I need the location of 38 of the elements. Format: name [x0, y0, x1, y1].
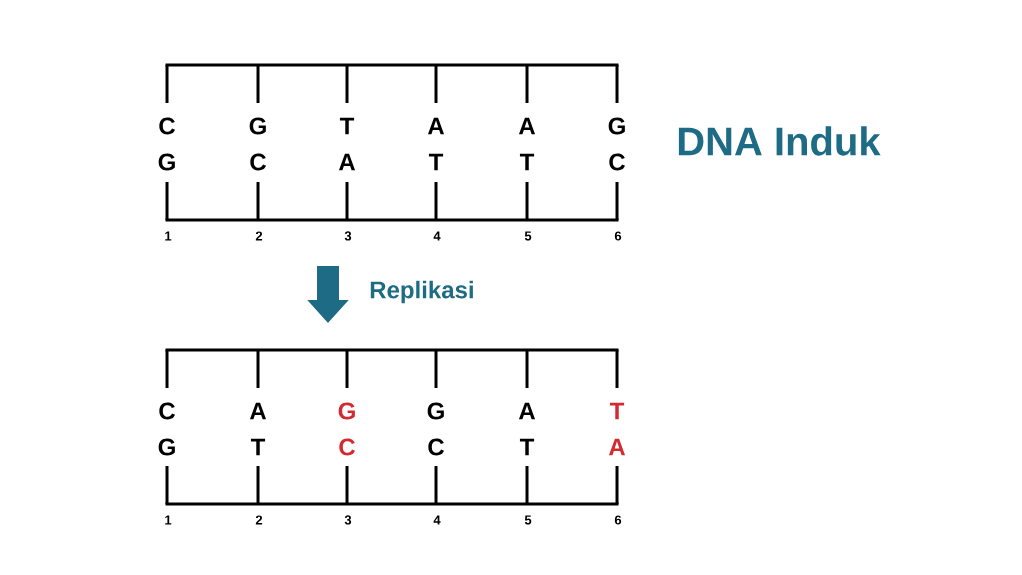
position-number: 2 — [255, 515, 263, 525]
edge-label: Replikasi — [370, 280, 473, 304]
position-number: 6 — [614, 231, 622, 241]
base-letter: T — [339, 117, 355, 135]
position-number: 4 — [433, 515, 441, 525]
position-number: 5 — [524, 231, 532, 241]
base-letter: A — [249, 402, 267, 420]
position-number: 1 — [165, 231, 172, 241]
base-letter: T — [428, 153, 444, 171]
position-number: 4 — [433, 231, 441, 241]
base-letter: G — [427, 402, 444, 420]
base-letter: A — [518, 117, 536, 135]
base-letter: G — [158, 438, 175, 456]
base-letter: C — [609, 153, 625, 171]
base-letter: C — [250, 153, 266, 171]
strand-label: DNA Induk — [678, 126, 881, 156]
base-letter: A — [427, 117, 445, 135]
base-letter: C — [159, 117, 175, 135]
base-letter: C — [428, 438, 444, 456]
base-letter: T — [519, 438, 535, 456]
position-number: 5 — [524, 515, 532, 525]
base-letter: A — [338, 153, 356, 171]
base-letter: T — [519, 153, 535, 171]
base-letter: G — [608, 117, 625, 135]
position-number: 1 — [165, 515, 172, 525]
base-letter: A — [518, 402, 536, 420]
base-letter: G — [338, 402, 355, 420]
base-letter: G — [158, 153, 175, 171]
position-number: 3 — [344, 231, 352, 241]
base-letter: C — [339, 438, 355, 456]
position-number: 2 — [255, 231, 263, 241]
position-number: 3 — [344, 515, 352, 525]
base-letter: T — [609, 402, 625, 420]
base-letter: T — [250, 438, 266, 456]
base-letter: A — [608, 438, 626, 456]
base-letter: G — [249, 117, 266, 135]
base-letter: C — [159, 402, 175, 420]
position-number: 6 — [614, 515, 622, 525]
